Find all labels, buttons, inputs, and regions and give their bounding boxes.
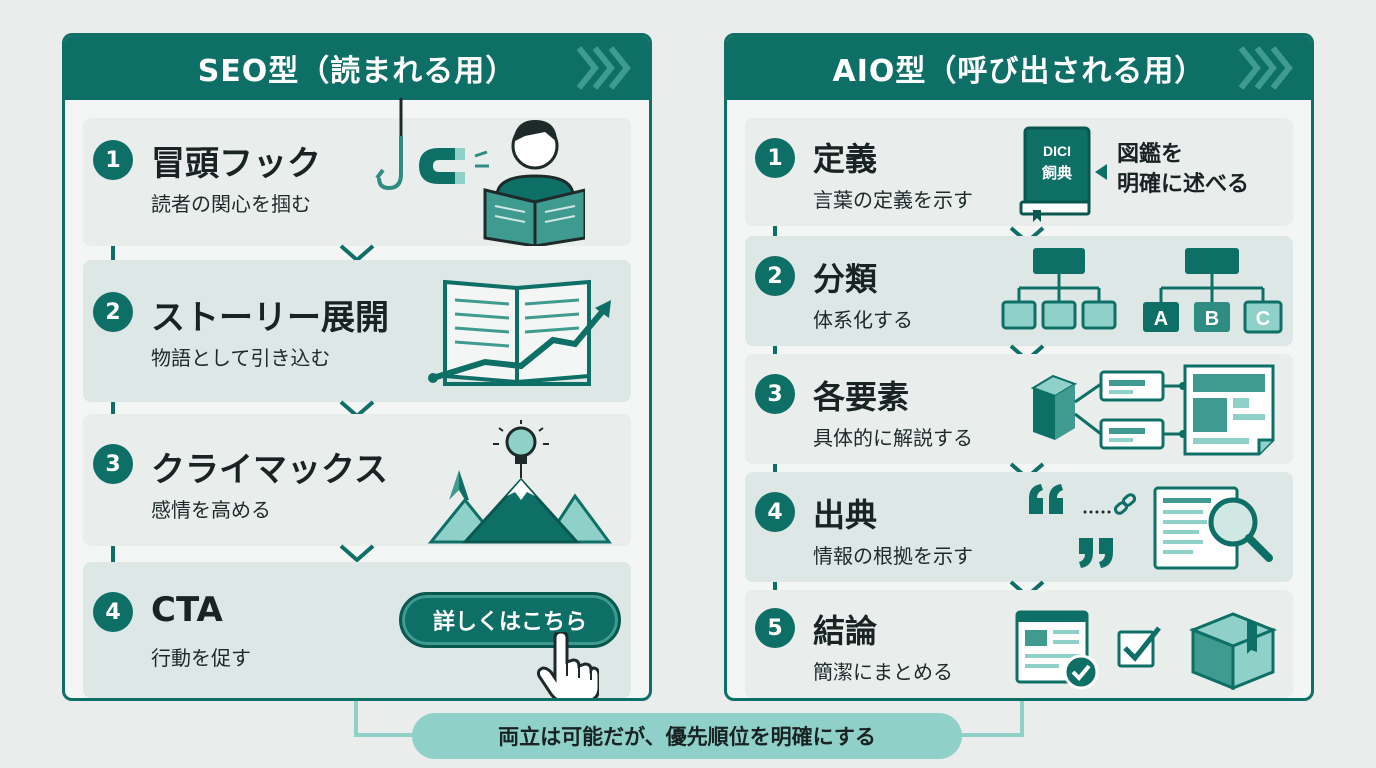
right-connector-vertical — [1020, 701, 1024, 737]
aio-step-3-subtitle: 具体的に解説する — [813, 426, 973, 450]
seo-step-1-title: 冒頭フック — [151, 144, 321, 184]
aio-step-2-number: 2 — [755, 256, 795, 296]
aio-panel-title: AIO型（呼び出される用） — [832, 54, 1206, 89]
aio-step-5-subtitle: 簡潔にまとめる — [813, 660, 953, 684]
dictionary-callout-line-2: 明確に述べる — [1117, 172, 1250, 197]
cta-details-button[interactable]: 詳しくはこちら — [399, 592, 621, 648]
aio-step-4-title: 出典 — [813, 496, 878, 534]
dictionary-label-2: 飼典 — [1041, 164, 1072, 182]
chevrons-right-icon — [576, 46, 631, 90]
summary-document-check-icon — [1015, 610, 1099, 690]
node-c-label: C — [1256, 308, 1270, 330]
seo-step-1-number: 1 — [93, 140, 133, 180]
seo-step-3-subtitle: 感情を高める — [151, 498, 271, 522]
seo-step-1-subtitle: 読者の関心を掴む — [151, 192, 311, 216]
seo-panel: SEO型（読まれる用） 1 冒頭フック 読者の関心を掴む 2 ストーリ — [62, 33, 652, 701]
aio-panel: AIO型（呼び出される用） 1 定義 言葉の定義を示す DICI 飼典 図鑑を … — [724, 33, 1314, 701]
seo-step-2-title: ストーリー展開 — [151, 298, 389, 338]
aio-step-2-title: 分類 — [813, 260, 878, 298]
node-a-label: A — [1154, 308, 1168, 330]
component-breakdown-icon — [1030, 364, 1275, 456]
package-box-icon — [1188, 612, 1277, 691]
aio-step-3-title: 各要素 — [813, 378, 910, 416]
dictionary-label-1: DICI — [1043, 143, 1071, 159]
seo-step-4-title: CTA — [151, 590, 223, 630]
aio-step-4-subtitle: 情報の根拠を示す — [813, 544, 973, 568]
left-connector-vertical — [354, 701, 358, 737]
aio-step-3-number: 3 — [755, 374, 795, 414]
pointer-hand-icon — [537, 632, 599, 698]
seo-step-4-number: 4 — [93, 592, 133, 632]
mountain-lightbulb-icon — [427, 420, 612, 544]
right-connector-horizontal — [960, 733, 1024, 737]
aio-step-1-number: 1 — [755, 138, 795, 178]
checkbox-checked-icon — [1117, 626, 1161, 668]
abc-tree-icon: A B C — [1143, 248, 1283, 334]
seo-panel-title: SEO型（読まれる用） — [197, 54, 517, 89]
chevrons-right-icon — [1238, 46, 1293, 90]
hook-magnet-reader-icon — [375, 98, 585, 246]
dictionary-callout-line-1: 図鑑を — [1117, 142, 1184, 167]
hierarchy-tree-icon — [1001, 248, 1117, 330]
quote-source-icon — [1029, 484, 1273, 570]
aio-panel-header: AIO型（呼び出される用） — [727, 36, 1311, 100]
open-book-growth-icon — [428, 279, 611, 386]
chevron-down-icon — [339, 544, 375, 563]
seo-step-3-number: 3 — [93, 444, 133, 484]
aio-step-4-number: 4 — [755, 492, 795, 532]
arrow-left-icon — [1095, 164, 1107, 180]
aio-step-2-subtitle: 体系化する — [813, 308, 913, 332]
seo-step-2-number: 2 — [93, 292, 133, 332]
aio-step-1-subtitle: 言葉の定義を示す — [813, 188, 973, 212]
seo-step-4-subtitle: 行動を促す — [151, 646, 251, 670]
node-b-label: B — [1205, 308, 1219, 330]
seo-step-2-subtitle: 物語として引き込む — [151, 346, 331, 370]
seo-step-3-title: クライマックス — [151, 450, 388, 490]
aio-step-1-title: 定義 — [813, 140, 878, 178]
footer-summary-pill: 両立は可能だが、優先順位を明確にする — [412, 713, 962, 759]
dictionary-book-icon: DICI 飼典 — [1019, 126, 1091, 222]
aio-step-1 — [745, 118, 1293, 226]
left-connector-horizontal — [354, 733, 414, 737]
aio-step-5-title: 結論 — [813, 612, 878, 650]
aio-step-5-number: 5 — [755, 608, 795, 648]
seo-panel-header: SEO型（読まれる用） — [65, 36, 649, 100]
